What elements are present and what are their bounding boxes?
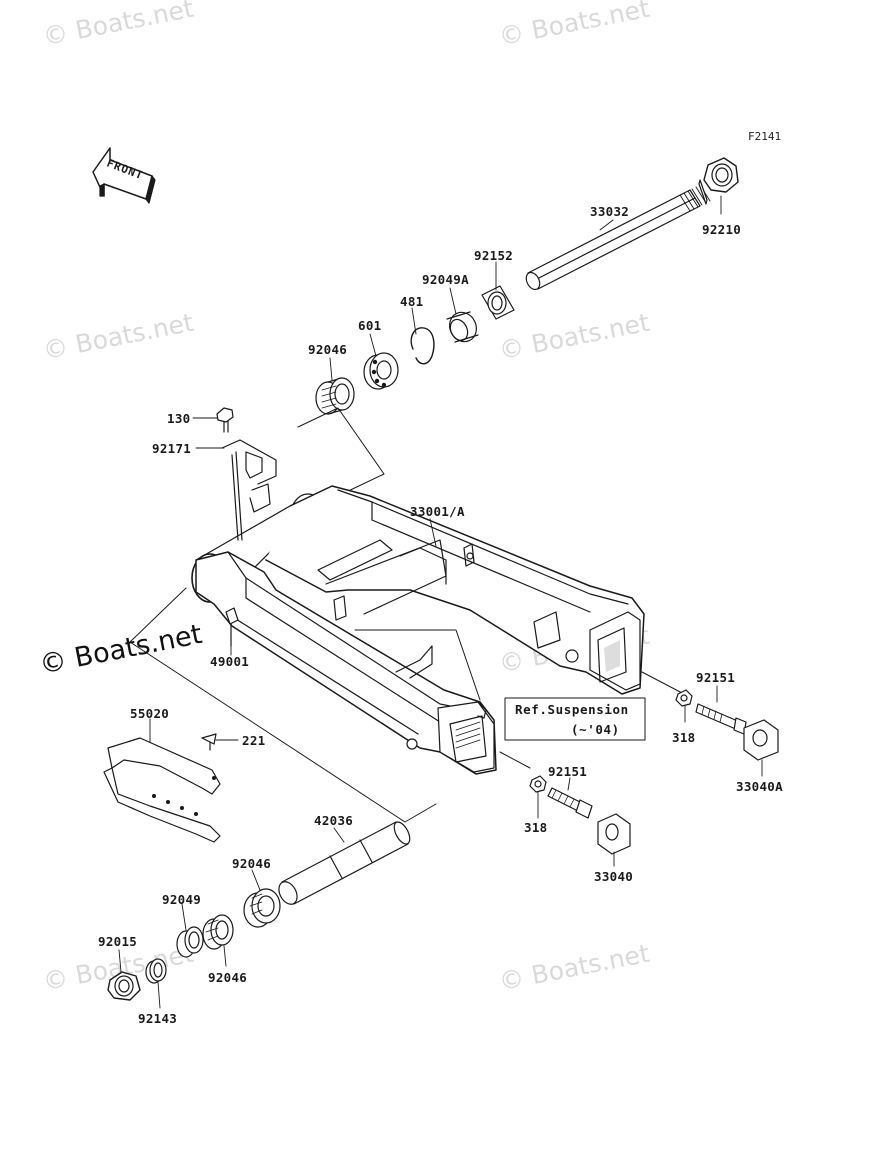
part-label-92210[interactable]: 92210 xyxy=(702,222,742,237)
bearing-601 xyxy=(363,352,399,390)
plug-49001 xyxy=(225,607,239,647)
needle-bearing-92046-mid xyxy=(243,888,281,928)
part-label-55020[interactable]: 55020 xyxy=(130,706,170,721)
part-label-318-right[interactable]: 318 xyxy=(672,730,696,745)
part-label-221[interactable]: 221 xyxy=(242,733,266,748)
nut-318-lower xyxy=(529,775,547,793)
screw-221 xyxy=(201,733,217,751)
part-label-481[interactable]: 481 xyxy=(400,294,424,309)
needle-bearing-92046-low xyxy=(202,914,234,950)
part-label-92151-lower[interactable]: 92151 xyxy=(548,764,588,779)
part-label-92151-right[interactable]: 92151 xyxy=(696,670,736,685)
figure-id: F2141 xyxy=(748,130,782,143)
part-label-130[interactable]: 130 xyxy=(167,411,191,426)
block-33040A xyxy=(743,719,779,761)
front-arrow-icon xyxy=(92,147,156,204)
bolt-130 xyxy=(216,407,234,433)
collar-92049 xyxy=(176,926,204,958)
circlip-481 xyxy=(410,327,435,365)
part-label-33032[interactable]: 33032 xyxy=(590,204,630,219)
swingarm-body xyxy=(191,485,645,775)
reference-line-1[interactable]: Ref.Suspension xyxy=(515,702,629,717)
collar-92143 xyxy=(145,958,167,984)
part-label-33040[interactable]: 33040 xyxy=(594,869,634,884)
block-33040 xyxy=(597,813,631,855)
needle-bearing-92046-top xyxy=(315,377,355,415)
collar-92152 xyxy=(481,285,515,320)
part-label-318-lower[interactable]: 318 xyxy=(524,820,548,835)
nut-92015 xyxy=(107,971,141,1001)
part-label-92046-mid[interactable]: 92046 xyxy=(232,856,272,871)
bolt-92151-right xyxy=(695,703,747,735)
part-label-49001[interactable]: 49001 xyxy=(210,654,250,669)
part-label-92171[interactable]: 92171 xyxy=(152,441,192,456)
clamp-92171 xyxy=(221,439,277,541)
chain-guard-55020 xyxy=(103,737,221,843)
part-label-92049A[interactable]: 92049A xyxy=(422,272,469,287)
part-label-92143[interactable]: 92143 xyxy=(138,1011,178,1026)
part-label-92015[interactable]: 92015 xyxy=(98,934,138,949)
part-label-42036[interactable]: 42036 xyxy=(314,813,354,828)
sleeve-92049A xyxy=(446,311,479,343)
pivot-shaft xyxy=(525,179,711,291)
part-label-92152[interactable]: 92152 xyxy=(474,248,514,263)
nut-318-right xyxy=(675,689,693,707)
pipe-42036 xyxy=(278,821,411,905)
part-label-92046-low[interactable]: 92046 xyxy=(208,970,248,985)
part-label-33001A[interactable]: 33001/A xyxy=(410,504,465,519)
part-label-601[interactable]: 601 xyxy=(358,318,382,333)
bolt-92151-lower xyxy=(547,787,593,819)
part-label-92049[interactable]: 92049 xyxy=(162,892,202,907)
part-label-33040A[interactable]: 33040A xyxy=(736,779,783,794)
nut-92210 xyxy=(703,157,739,193)
part-label-92046-top[interactable]: 92046 xyxy=(308,342,348,357)
reference-line-2: (~'04) xyxy=(571,722,620,737)
